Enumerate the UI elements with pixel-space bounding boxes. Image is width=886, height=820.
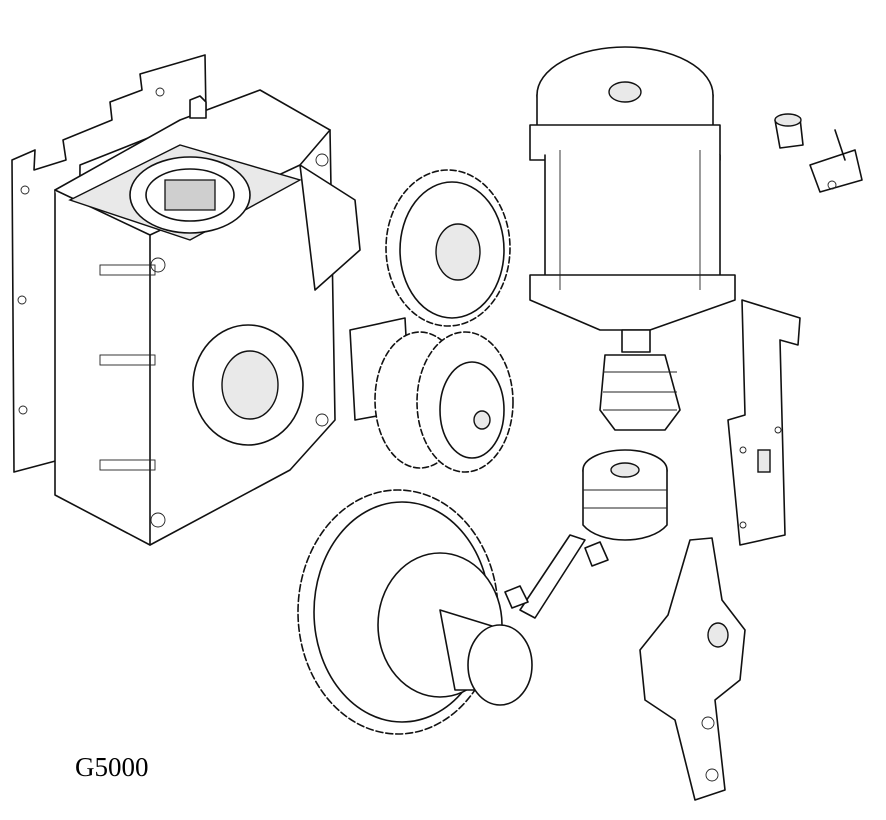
limit-switch [809,129,863,193]
adjustment-knob [774,113,804,149]
gearbox-housing [54,89,361,546]
output-gear-shaft [297,489,533,735]
release-lever [639,537,746,801]
worm-wheel [582,449,668,541]
electric-motor [529,46,736,331]
upper-spur-gear [385,169,511,327]
model-label: G5000 [75,752,149,782]
switch-bracket [727,299,801,546]
double-gear-assembly [349,317,514,473]
key-and-bolts [504,534,609,619]
motor-worm [599,329,681,431]
